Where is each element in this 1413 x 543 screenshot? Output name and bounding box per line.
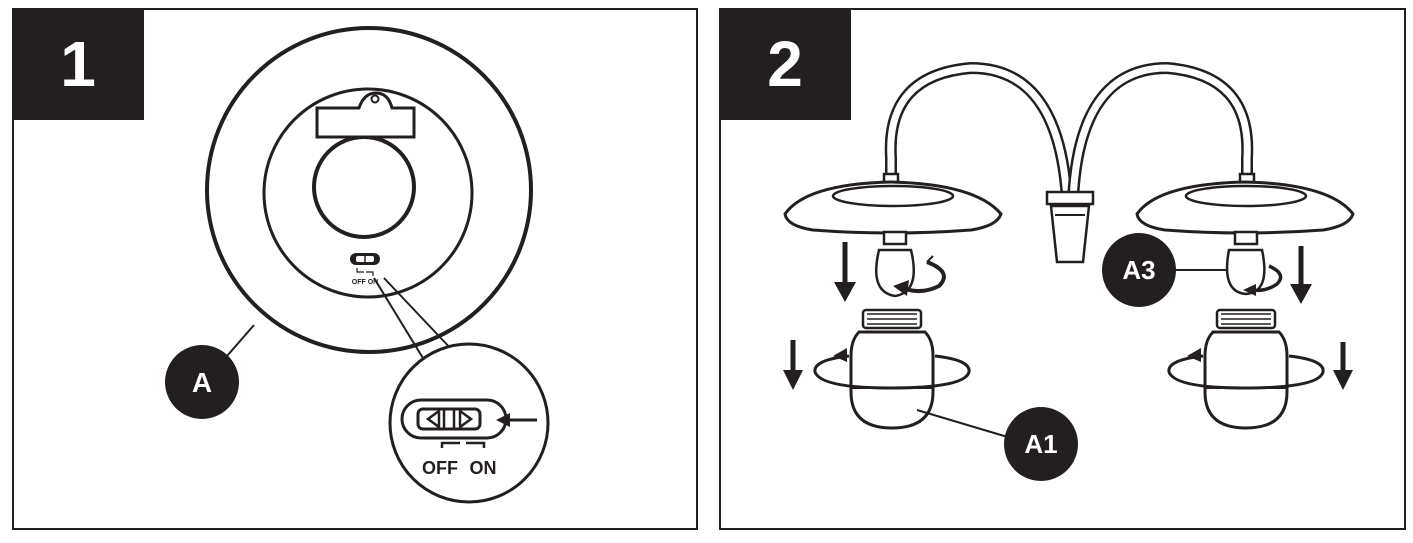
callout-a-label: A: [192, 367, 212, 398]
down-arrow-icon: [834, 242, 856, 302]
right-shade: [1135, 172, 1355, 235]
switch-arrow-icon: [496, 413, 537, 427]
step-2-number: 2: [719, 8, 851, 120]
center-connector: [1045, 190, 1095, 264]
switch-on-label: ON: [470, 458, 497, 478]
callout-a1-circle: [1004, 407, 1078, 481]
left-shade: [783, 172, 1003, 235]
step-1-number: 1: [12, 8, 144, 120]
lamp-arms: [884, 61, 1254, 201]
down-arrow-icon: [1290, 246, 1312, 304]
step-2-illustration: A3 A1: [783, 61, 1355, 481]
rotate-arrow-icon: [893, 255, 946, 296]
step-1-illustration: OFF ON OFF ON A: [165, 26, 550, 504]
callout-a-circle: [165, 345, 239, 419]
callout-a1-label: A1: [1024, 429, 1057, 459]
rotate-arrow-icon: [813, 348, 971, 390]
down-arrow-icon: [1333, 342, 1353, 390]
right-bulb: [1225, 230, 1266, 296]
switch-off-label: OFF: [422, 458, 458, 478]
switch-detail: [400, 398, 508, 448]
fixture-center-hole: [312, 135, 416, 239]
down-arrow-icon: [783, 340, 803, 390]
right-glass-shade: [1203, 308, 1289, 430]
step-2-panel: 2: [719, 8, 1406, 530]
callout-a3-label: A3: [1122, 255, 1155, 285]
callout-a3-circle: [1102, 233, 1176, 307]
hanging-tab: [315, 91, 416, 139]
rotate-arrow-icon: [1243, 264, 1283, 296]
step-1-panel: 1 OFF ON: [12, 8, 698, 530]
small-switch-labels: OFF ON: [352, 279, 378, 286]
rotate-arrow-icon: [1167, 348, 1325, 390]
small-switch-icon: [350, 253, 380, 276]
